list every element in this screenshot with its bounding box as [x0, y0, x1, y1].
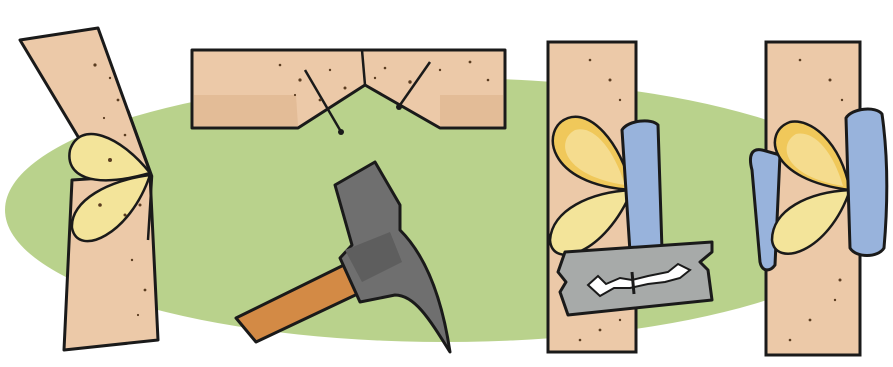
panel-bent-stem [18, 26, 160, 352]
razor-splint [620, 119, 664, 261]
razor-blade-slot [586, 262, 692, 298]
splint-stem-leaf-lower [770, 188, 852, 255]
bent-stem-cut-line [126, 109, 154, 241]
panel-two-splints [748, 40, 889, 357]
wood-block-shade-right [440, 95, 503, 126]
panel-hammer [234, 160, 452, 354]
bent-stem-leaf-lower [70, 173, 152, 243]
panel-wood-block [190, 48, 507, 135]
splint-stem-dots [788, 58, 844, 342]
splint-right [844, 107, 889, 257]
razor-blade-center [630, 271, 636, 295]
nail-right [398, 61, 432, 106]
wood-block-shade [194, 95, 298, 126]
splint-stem-leaf-upper-light [786, 133, 843, 186]
wood-block-dots [278, 60, 490, 102]
bent-stem-leaf-upper [68, 132, 153, 182]
nail-left-head [338, 129, 344, 135]
nail-right-head [396, 104, 402, 110]
nail-left [303, 69, 342, 131]
panel-razor-stem [546, 40, 714, 354]
razor-stem-leaf-lower [548, 188, 634, 257]
razor-stem-leaf-upper-light [565, 129, 625, 185]
razor-stem-dots [578, 58, 622, 342]
hammer-head-shade [345, 232, 402, 282]
bent-stem-bark-dots [93, 63, 147, 317]
wood-block-seam [360, 49, 367, 86]
